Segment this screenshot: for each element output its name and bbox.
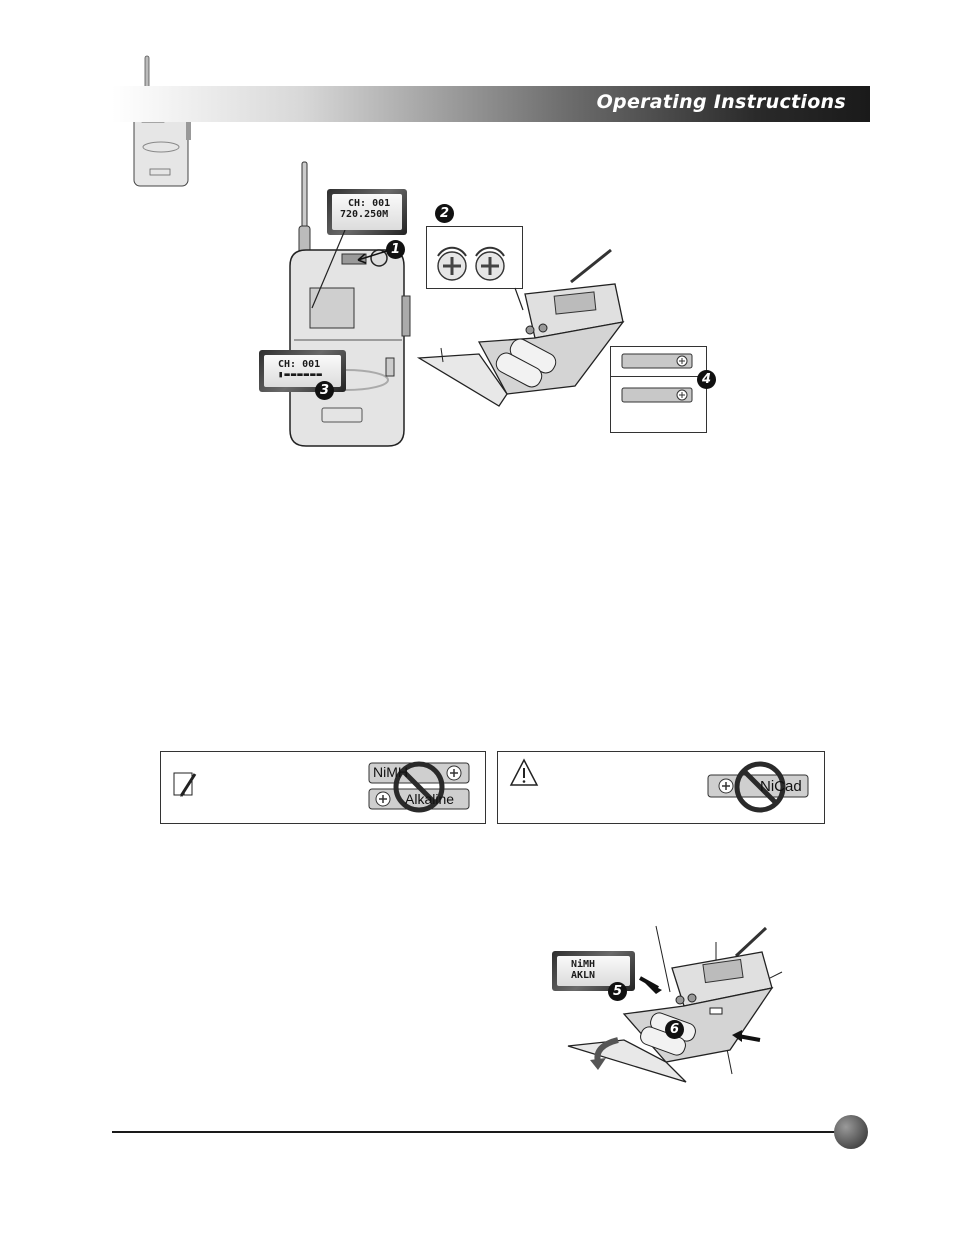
caution-box: NiCad: [497, 751, 825, 824]
note-pencil-icon: [173, 772, 197, 797]
open-battery-compartment-illustration: [416, 248, 625, 407]
screw-detail-box: [426, 226, 523, 289]
channel-battery-display: CH: 001 ▮▬▬▬▬▬▬: [259, 350, 346, 392]
display-akln-text: AKLN: [571, 970, 596, 981]
footer-rule: [112, 1131, 835, 1133]
nicad-prohibition-graphic: [707, 761, 809, 813]
battery-label-alkaline: Alkaline: [405, 791, 455, 807]
battery-type-switch-illustration: [567, 925, 783, 1083]
battery-prohibition-graphic: [368, 761, 470, 813]
display-channel-text: CH: 001: [348, 198, 391, 209]
battery-label-nicad: NiCad: [760, 778, 802, 795]
page-marker-circle: [834, 1115, 868, 1149]
battery-level-bar: ▮▬▬▬▬▬▬: [278, 370, 323, 380]
warning-triangle-icon: [509, 758, 539, 786]
battery-label-nimh: NiMH: [373, 764, 408, 780]
note-box: NiMH Alkaline: [160, 751, 486, 824]
channel-frequency-display: CH: 001 720.250M: [327, 189, 407, 235]
display-nimh-text: NiMH: [571, 959, 596, 970]
leader-line: [311, 230, 346, 309]
section-header-bar: Operating Instructions: [112, 86, 870, 122]
display-frequency-text: 720.250M: [340, 209, 389, 220]
section-title: Operating Instructions: [596, 91, 846, 113]
callout-1: 1: [386, 240, 405, 259]
display-channel-text: CH: 001: [278, 359, 321, 370]
callout-2: 2: [435, 204, 454, 223]
battery-orientation-box: [610, 346, 707, 433]
callout-3: 3: [315, 381, 334, 400]
callout-5: 5: [608, 982, 627, 1001]
callout-6: 6: [665, 1020, 684, 1039]
arrow-icon: [357, 249, 391, 264]
callout-4: 4: [697, 370, 716, 389]
